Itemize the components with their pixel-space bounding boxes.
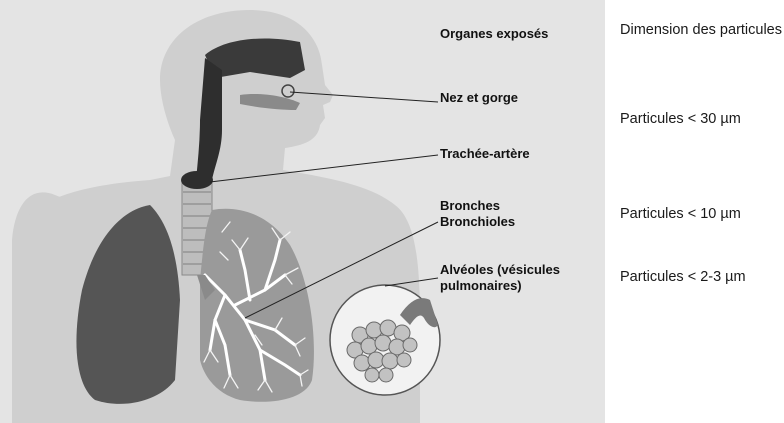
organ-label-bronches: Bronches Bronchioles: [440, 198, 515, 230]
organs-header: Organes exposés: [440, 26, 548, 42]
organ-label-nez-gorge: Nez et gorge: [440, 90, 518, 106]
larynx: [181, 171, 213, 189]
particle-label-2-3: Particules < 2-3 µm: [620, 268, 746, 286]
organ-label-alveoles: Alvéoles (vésicules pulmonaires): [440, 262, 560, 294]
organ-label-trachee: Trachée-artère: [440, 146, 530, 162]
particle-label-10: Particules < 10 µm: [620, 205, 741, 223]
particles-header: Dimension des particules: [620, 22, 784, 39]
particle-label-30: Particules < 30 µm: [620, 110, 741, 128]
